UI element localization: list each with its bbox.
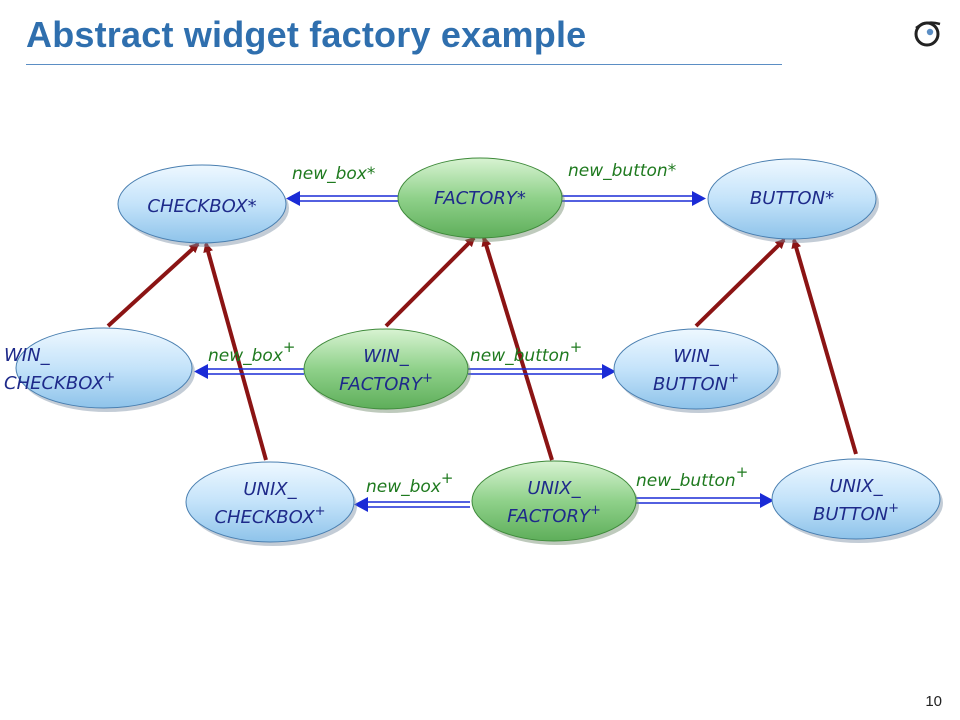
node-unix-checkbox-line2: CHECKBOX: [214, 507, 315, 528]
client-arrow-win-box: [194, 364, 304, 379]
node-unix-button-line2: BUTTON: [813, 504, 888, 525]
svg-text:WIN_: WIN_: [4, 345, 51, 366]
node-unix-factory-sup: +: [590, 503, 601, 518]
node-win-checkbox: WIN_ CHECKBOX+: [4, 327, 195, 412]
edge-label-win-button-text: new_button: [470, 346, 570, 366]
node-win-checkbox-sup: +: [104, 370, 115, 385]
svg-text:FACTORY+: FACTORY+: [507, 503, 601, 527]
node-unix-button: UNIX_ BUTTON+: [771, 458, 943, 543]
edge-label-unix-box-sup: +: [441, 469, 454, 487]
inherit-arrow-unix-factory: [481, 236, 554, 461]
client-arrow-top-button: [562, 191, 706, 206]
edge-label-win-box-sup: +: [283, 338, 296, 356]
svg-text:CHECKBOX*: CHECKBOX*: [147, 196, 256, 217]
inherit-arrow-win-button: [694, 238, 786, 328]
node-win-button-line1: WIN_: [673, 346, 720, 367]
node-checkbox: CHECKBOX*: [117, 164, 289, 247]
node-unix-button-line1: UNIX_: [829, 476, 883, 497]
node-win-checkbox-line1: WIN_: [4, 345, 51, 366]
client-arrow-unix-button: [636, 493, 774, 508]
node-win-button-line2: BUTTON: [653, 374, 728, 395]
node-unix-factory-line2: FACTORY: [507, 506, 592, 527]
edge-label-win-box-text: new_box: [208, 346, 284, 366]
inherit-arrow-win-checkbox: [106, 242, 200, 328]
node-unix-checkbox: UNIX_ CHECKBOX+: [185, 461, 357, 546]
svg-text:UNIX_: UNIX_: [527, 478, 581, 499]
node-unix-checkbox-line1: UNIX_: [243, 479, 297, 500]
svg-text:CHECKBOX+: CHECKBOX+: [4, 370, 115, 394]
svg-text:UNIX_: UNIX_: [829, 476, 883, 497]
node-win-button: WIN_ BUTTON+: [613, 328, 781, 413]
svg-text:WIN_: WIN_: [363, 346, 410, 367]
edge-label-top-box-text: new_box*: [292, 164, 375, 184]
edge-label-unix-box: new_box+: [366, 469, 453, 497]
node-factory: FACTORY*: [397, 157, 565, 242]
edge-label-unix-box-text: new_box: [366, 477, 442, 497]
edge-label-top-box: new_box*: [292, 164, 375, 184]
edge-label-unix-button-sup: +: [736, 463, 749, 481]
node-win-checkbox-line2: CHECKBOX: [4, 373, 105, 394]
inherit-arrow-unix-button: [791, 238, 858, 455]
edge-label-unix-button: new_button+: [636, 463, 748, 491]
svg-text:FACTORY*: FACTORY*: [434, 188, 526, 209]
client-arrow-top-box: [286, 191, 398, 206]
node-factory-label: FACTORY*: [434, 188, 526, 209]
client-arrow-unix-box: [354, 497, 470, 512]
svg-text:WIN_: WIN_: [673, 346, 720, 367]
svg-text:UNIX_: UNIX_: [243, 479, 297, 500]
node-unix-button-sup: +: [888, 501, 899, 516]
edge-label-top-button: new_button*: [568, 161, 676, 181]
node-unix-factory-line1: UNIX_: [527, 478, 581, 499]
client-arrow-win-button: [468, 364, 616, 379]
inherit-arrow-unix-checkbox: [203, 242, 268, 461]
node-win-factory-line2: FACTORY: [339, 374, 424, 395]
eiffel-logo-icon: [914, 21, 941, 47]
node-unix-factory: UNIX_ FACTORY+: [471, 460, 639, 545]
svg-text:BUTTON*: BUTTON*: [750, 188, 834, 209]
inherit-arrow-win-factory: [384, 236, 476, 328]
edge-label-top-button-text: new_button*: [568, 161, 676, 181]
node-checkbox-label: CHECKBOX*: [147, 196, 256, 217]
node-win-button-sup: +: [728, 371, 739, 386]
node-win-factory-line1: WIN_: [363, 346, 410, 367]
svg-text:CHECKBOX+: CHECKBOX+: [214, 504, 325, 528]
svg-text:BUTTON+: BUTTON+: [813, 501, 899, 525]
node-unix-checkbox-sup: +: [315, 504, 326, 519]
svg-text:BUTTON+: BUTTON+: [653, 371, 739, 395]
node-win-factory-sup: +: [422, 371, 433, 386]
edge-label-win-box: new_box+: [208, 338, 295, 366]
node-button: BUTTON*: [707, 158, 879, 243]
svg-text:FACTORY+: FACTORY+: [339, 371, 433, 395]
edge-label-unix-button-text: new_button: [636, 471, 736, 491]
slide-title: Abstract widget factory example: [26, 14, 587, 55]
title-underline: [26, 64, 782, 65]
edge-label-win-button-sup: +: [570, 338, 583, 356]
page-number: 10: [925, 693, 942, 710]
node-button-label: BUTTON*: [750, 188, 834, 209]
edge-label-win-button: new_button+: [470, 338, 582, 366]
node-win-factory: WIN_ FACTORY+: [303, 328, 471, 413]
